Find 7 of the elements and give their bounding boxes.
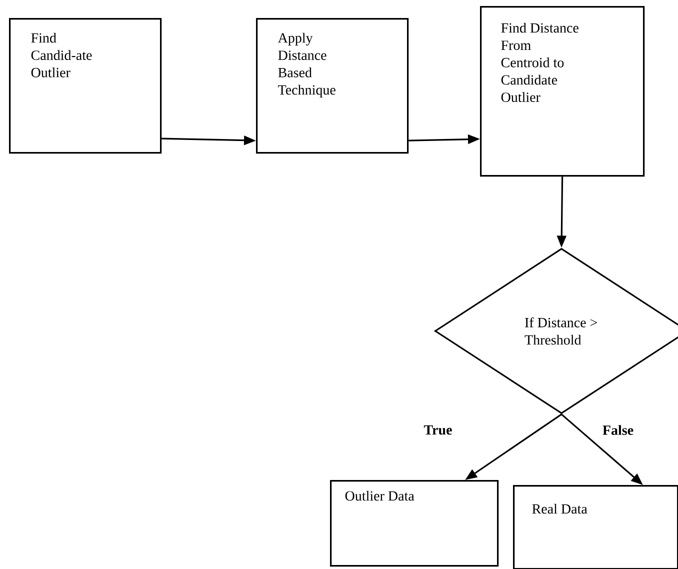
edge-label: False — [601, 424, 635, 436]
process-box: Apply Distance Based Technique — [256, 18, 409, 154]
process-box: Outlier Data — [330, 480, 499, 567]
process-box: Find Candid-ate Outlier — [9, 18, 162, 154]
process-box: Real Data — [513, 485, 678, 569]
edge-label: True — [422, 424, 454, 436]
process-box: Find Distance From Centroid to Candidate Outlier — [480, 6, 645, 177]
